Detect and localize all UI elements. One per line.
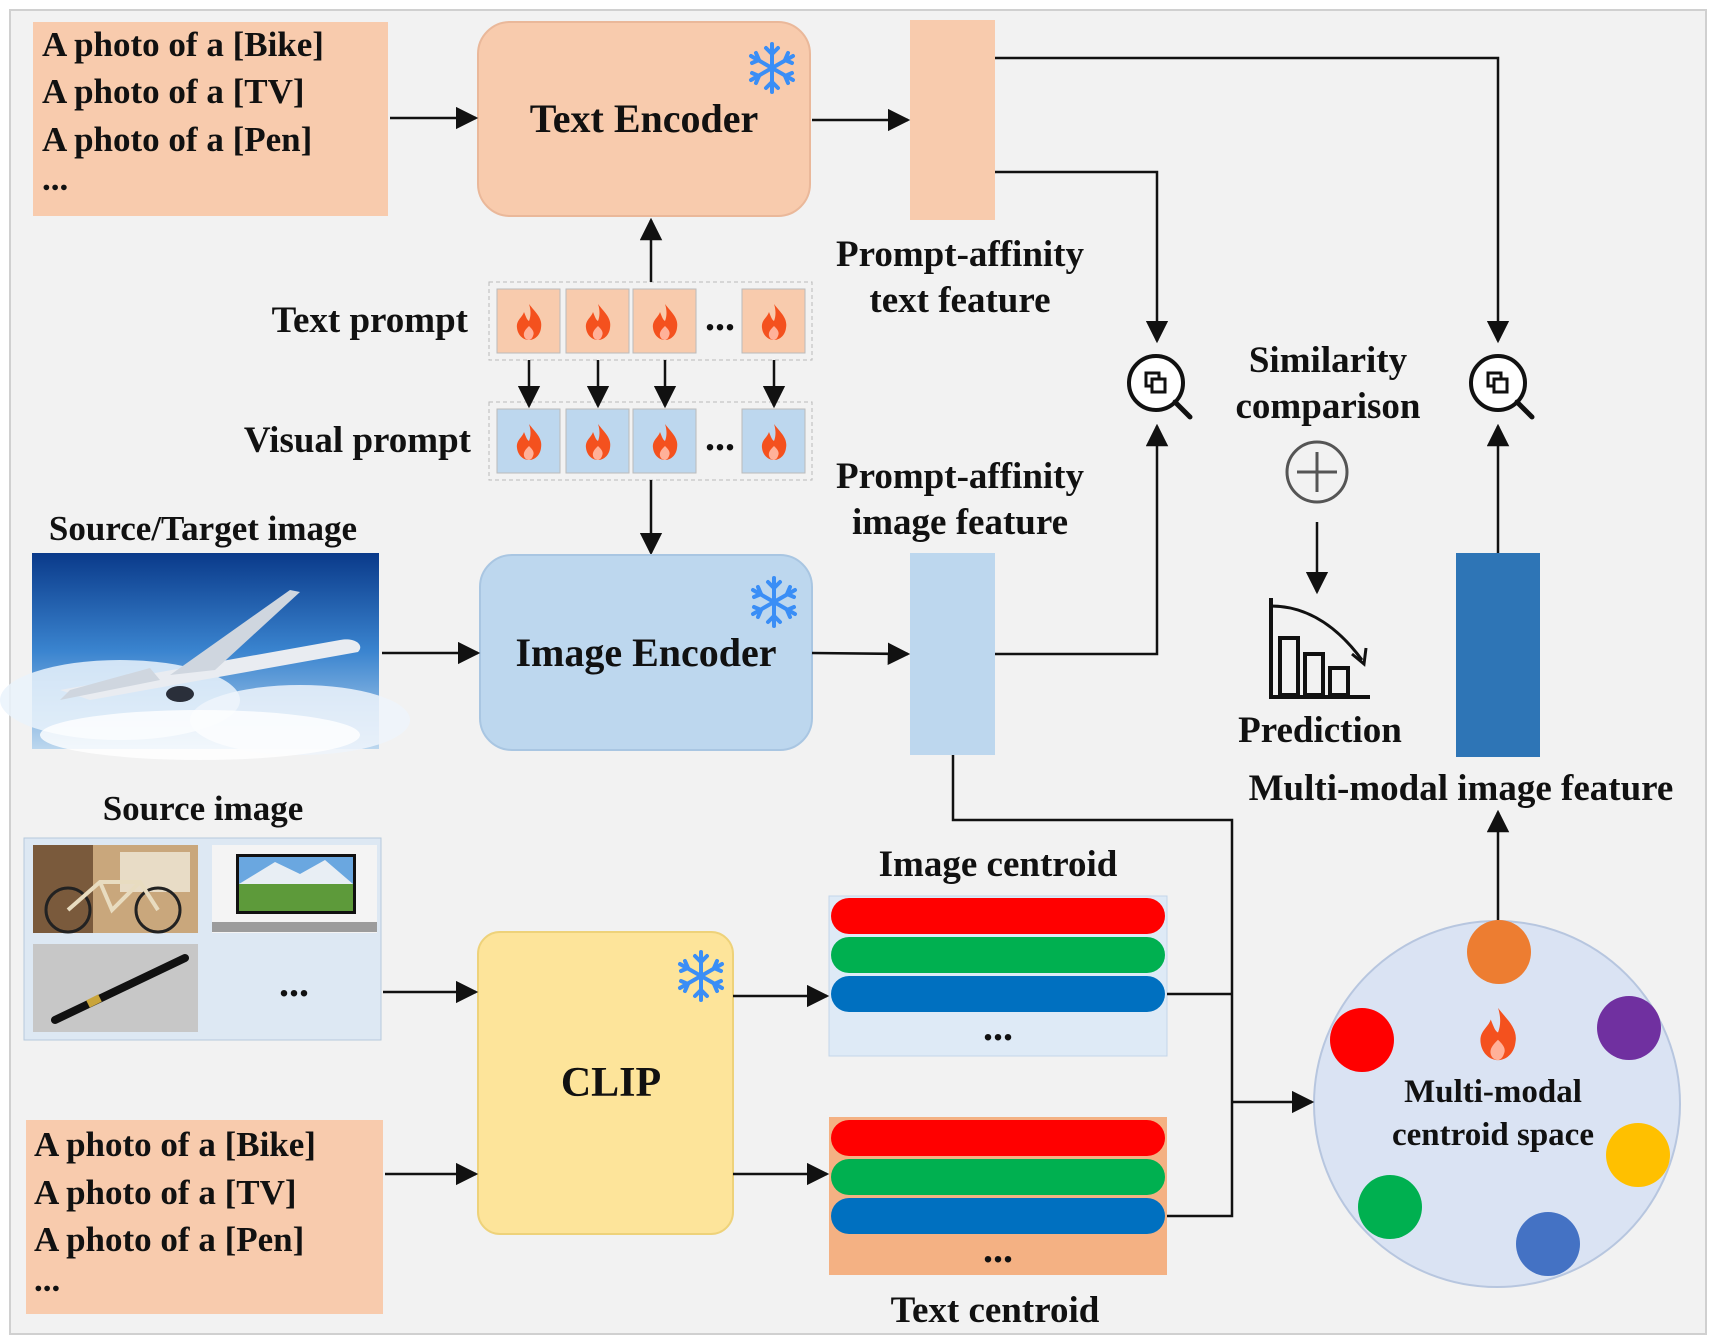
- text-centroid-label: Text centroid: [891, 1290, 1100, 1331]
- bottom-prompt-box: [26, 1120, 383, 1314]
- top-prompt-line-3: A photo of a [Pen]: [42, 120, 312, 159]
- centroid-dot-orange: [1467, 920, 1531, 984]
- source-target-image-label: Source/Target image: [49, 509, 357, 548]
- image-centroid-stack: ...: [828, 895, 1168, 1057]
- image-encoder-block: Image Encoder: [479, 554, 813, 751]
- image-centroid-green: [831, 937, 1165, 973]
- visual-token-ellipsis: ...: [705, 414, 735, 459]
- bottom-prompt-list: A photo of a [Bike] A photo of a [TV] A …: [26, 1120, 383, 1314]
- text-prompt-label: Text prompt: [272, 300, 469, 341]
- text-centroid-stack: ...: [829, 1117, 1167, 1275]
- text-token-ellipsis: ...: [705, 294, 735, 339]
- source-image-label: Source image: [103, 789, 304, 828]
- text-feature-label-line2: text feature: [869, 280, 1050, 321]
- multimodal-image-feature-bar: [1456, 553, 1540, 757]
- image-centroid-red: [831, 898, 1165, 934]
- text-encoder-label: Text Encoder: [530, 96, 759, 141]
- source-image-ellipsis: ...: [279, 960, 309, 1005]
- text-centroid-red: [831, 1120, 1165, 1156]
- circled-plus-icon: [1285, 440, 1349, 504]
- prediction-label: Prediction: [1238, 710, 1402, 751]
- text-centroid-blue: [831, 1198, 1165, 1234]
- top-prompt-list: A photo of a [Bike] A photo of a [TV] A …: [33, 22, 388, 216]
- image-centroid-label: Image centroid: [879, 844, 1118, 885]
- pen-photo: [33, 944, 198, 1032]
- visual-prompt-tokens: ...: [496, 408, 806, 474]
- visual-token-n: [741, 408, 806, 474]
- centroid-space-label-line2: centroid space: [1392, 1117, 1594, 1153]
- centroid-dot-purple: [1597, 996, 1661, 1060]
- image-centroid-ellipsis: ...: [983, 1004, 1013, 1049]
- tv-photo: [212, 845, 377, 933]
- bar-chart-icon: [1269, 598, 1370, 699]
- bottom-prompt-ellipsis: ...: [34, 1260, 60, 1299]
- image-feature-label-line2: image feature: [852, 502, 1068, 543]
- centroid-space-label-line1: Multi-modal: [1404, 1074, 1582, 1110]
- similarity-label-line1: Similarity: [1249, 340, 1408, 381]
- centroid-dot-green: [1358, 1175, 1422, 1239]
- text-prompt-tokens: ...: [496, 288, 806, 354]
- top-prompt-line-1: A photo of a [Bike]: [42, 25, 324, 64]
- airplane-photo: [0, 553, 410, 760]
- connector-arrows: [382, 56, 1510, 1218]
- text-centroid-ellipsis: ...: [983, 1226, 1013, 1271]
- visual-prompt-label: Visual prompt: [244, 420, 472, 461]
- clip-block: CLIP: [477, 931, 734, 1235]
- bottom-prompt-line-1: A photo of a [Bike]: [34, 1125, 316, 1164]
- multimodal-image-feature-label: Multi-modal image feature: [1249, 768, 1674, 809]
- centroid-space: Multi-modal centroid space: [1313, 920, 1681, 1288]
- centroid-dot-steel-blue: [1516, 1212, 1580, 1276]
- clip-label: CLIP: [561, 1060, 661, 1106]
- token-arrows: [517, 217, 786, 556]
- clip-box: [477, 931, 734, 1235]
- top-prompt-ellipsis: ...: [42, 159, 68, 198]
- image-centroid-blue: [831, 976, 1165, 1012]
- top-prompt-line-2: A photo of a [TV]: [42, 72, 305, 111]
- similarity-label-line2: comparison: [1236, 386, 1421, 427]
- bottom-prompt-line-3: A photo of a [Pen]: [34, 1220, 304, 1259]
- text-centroid-green: [831, 1159, 1165, 1195]
- centroid-dot-gold: [1606, 1123, 1670, 1187]
- text-feature-label-line1: Prompt-affinity: [836, 234, 1084, 275]
- top-prompt-box: [33, 22, 388, 216]
- text-encoder-block: Text Encoder: [477, 21, 811, 217]
- centroid-dot-red: [1330, 1008, 1394, 1072]
- prompt-affinity-text-feature-bar: [910, 20, 995, 220]
- bottom-prompt-line-2: A photo of a [TV]: [34, 1173, 297, 1212]
- prompt-affinity-image-feature-bar: [910, 553, 995, 755]
- image-encoder-label: Image Encoder: [515, 630, 776, 675]
- image-feature-label-line1: Prompt-affinity: [836, 456, 1084, 497]
- bike-photo: [33, 845, 198, 934]
